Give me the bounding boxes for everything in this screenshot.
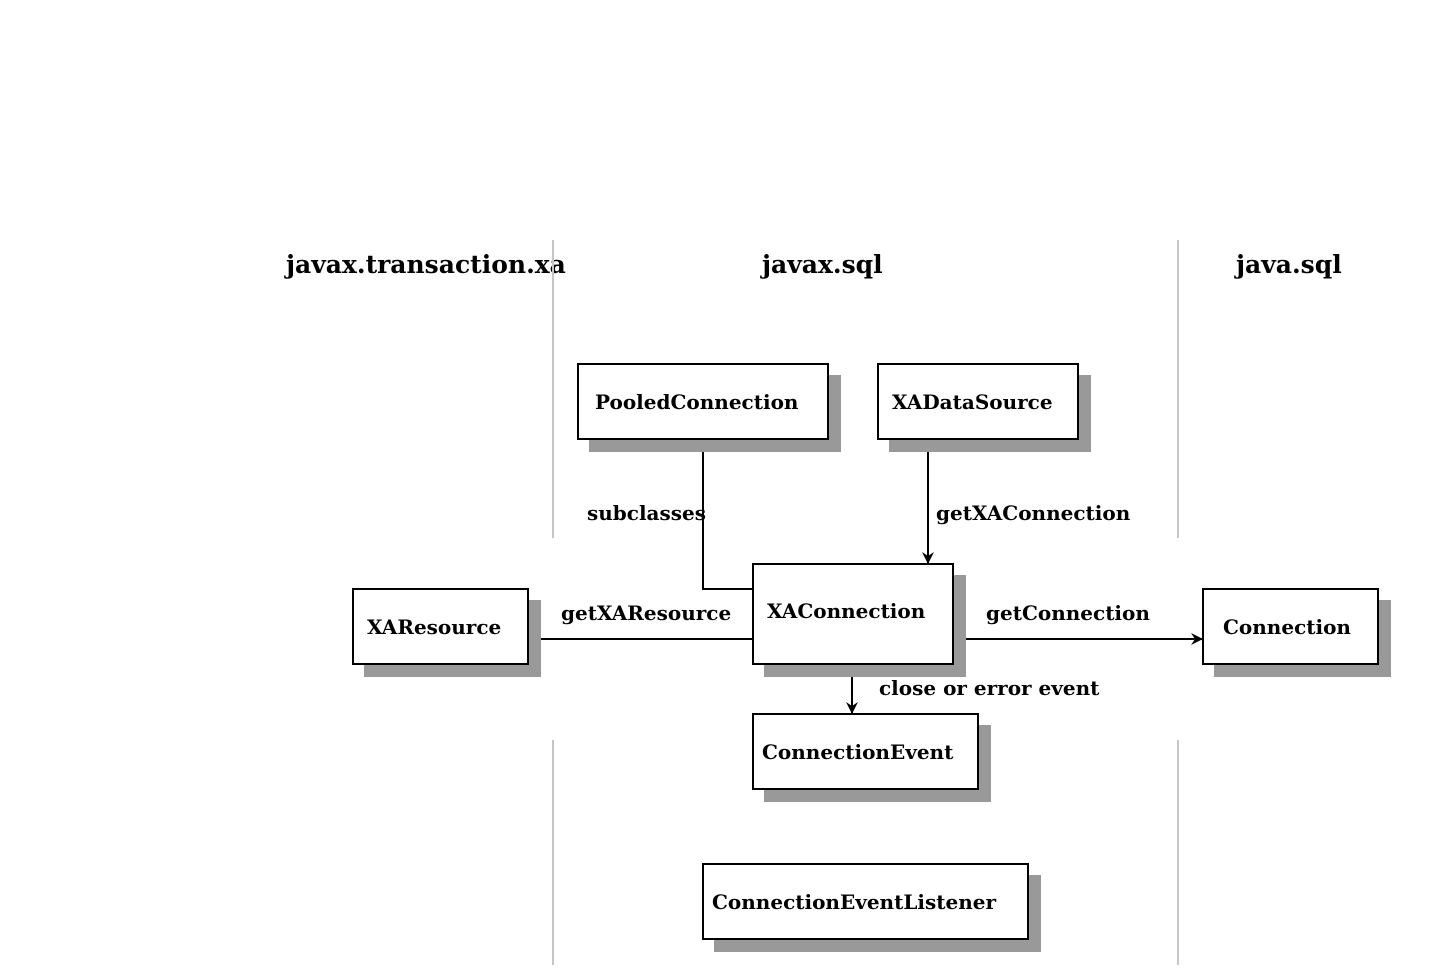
relation-label-subclasses: subclasses (587, 501, 707, 525)
class-label-connection: Connection (1223, 614, 1351, 639)
class-label-connection-event-listener: ConnectionEventListener (712, 889, 997, 914)
package-separator-left-upper (552, 240, 554, 538)
class-box-connection-event: ConnectionEvent (752, 713, 979, 790)
relation-label-get-connection: getConnection (986, 601, 1150, 625)
package-heading-javax-transaction-xa: javax.transaction.xa (286, 250, 566, 279)
package-heading-javax-sql: javax.sql (762, 250, 883, 279)
class-label-pooled-connection: PooledConnection (595, 389, 799, 414)
class-box-xa-resource: XAResource (352, 588, 529, 665)
class-label-xa-resource: XAResource (367, 614, 502, 639)
relation-label-get-xa-connection: getXAConnection (936, 501, 1131, 525)
class-box-connection: Connection (1202, 588, 1379, 665)
package-heading-java-sql: java.sql (1236, 250, 1342, 279)
package-separator-right-lower (1177, 740, 1179, 965)
class-label-xa-data-source: XADataSource (892, 389, 1053, 414)
class-label-connection-event: ConnectionEvent (762, 739, 954, 764)
class-box-xa-data-source: XADataSource (877, 363, 1079, 440)
class-box-xa-connection: XAConnection (752, 563, 954, 665)
package-separator-right-upper (1177, 240, 1179, 538)
class-label-xa-connection: XAConnection (767, 599, 926, 623)
package-separator-left-lower (552, 740, 554, 965)
class-box-connection-event-listener: ConnectionEventListener (702, 863, 1029, 940)
class-box-pooled-connection: PooledConnection (577, 363, 829, 440)
subclasses-connector (702, 440, 753, 590)
relation-label-close-or-error-event: close or error event (879, 676, 1100, 700)
relation-label-get-xa-resource: getXAResource (561, 601, 732, 625)
